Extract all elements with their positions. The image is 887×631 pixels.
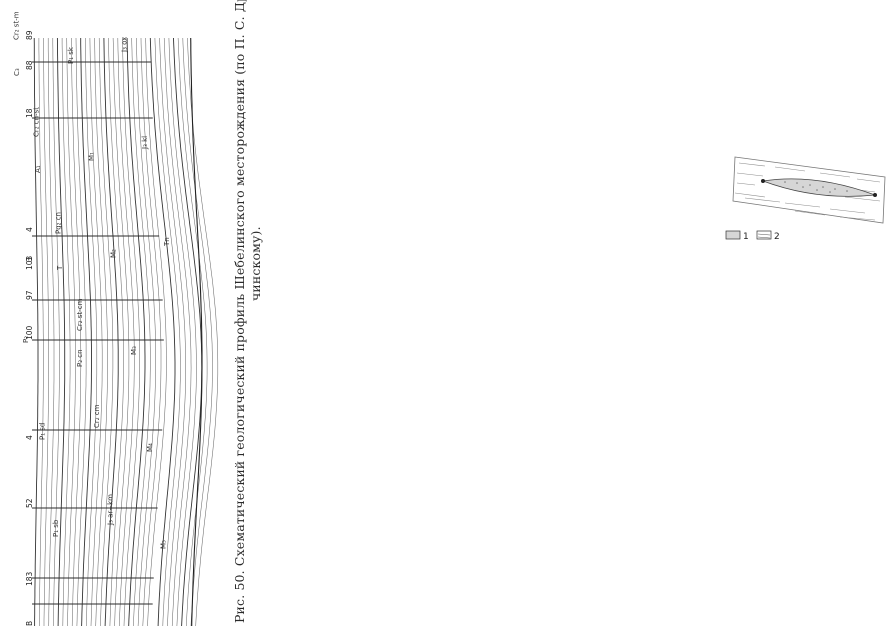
well-number-label: 3 — [25, 257, 34, 262]
formation-label: M₁ — [87, 152, 95, 161]
stratum-line — [56, 37, 66, 627]
formation-label: M₂ — [110, 249, 118, 258]
stratum-line — [140, 37, 162, 627]
formation-label: Cr₂ cn-st — [33, 107, 41, 137]
strata-lines — [33, 37, 219, 627]
formation-label: M₅ — [160, 540, 168, 549]
well-number-label: 103 — [25, 255, 34, 270]
stratum-line — [163, 37, 192, 627]
basement-boundary — [190, 37, 203, 627]
legend-swatch-2 — [756, 230, 772, 240]
formation-label: P₁ sd — [38, 423, 46, 440]
stratum-line — [108, 37, 124, 627]
stratum-line — [126, 37, 146, 627]
figure-caption: Рис. 50. Схематический геологический про… — [232, 0, 276, 631]
well-number-label: 89 — [25, 30, 34, 40]
lens-tip-marker-left — [761, 179, 765, 183]
formation-label: A₁ — [34, 165, 42, 173]
formation-label: J₃ kl — [141, 136, 149, 150]
stratum-line — [112, 37, 130, 627]
lens-body — [761, 178, 877, 197]
formation-label: Cr₂ cm — [93, 404, 101, 428]
legend: 1 2 — [725, 230, 780, 242]
stratum-line — [43, 38, 49, 626]
stratum-line — [52, 38, 60, 627]
stratum-line — [71, 38, 82, 627]
stratum-line — [66, 37, 76, 627]
stratum-line — [154, 37, 181, 627]
caption-line-2: чинскому). — [248, 226, 263, 301]
stratum-line — [173, 37, 203, 627]
well-number-label: 97 — [25, 290, 34, 300]
formation-label: C₃ — [13, 68, 21, 76]
formation-label: P₁ sk — [67, 46, 75, 64]
stratum-line — [47, 38, 55, 627]
well-number-label: 52 — [25, 498, 34, 508]
well-number-label: B — [25, 621, 34, 626]
stratum-line — [85, 37, 98, 627]
stratum-line — [145, 37, 167, 627]
formation-label: P₂ cn — [76, 349, 84, 367]
formation-label: T — [56, 265, 64, 271]
formation-label: Cr₂ st-cm — [76, 298, 84, 331]
stratum-line — [187, 37, 219, 627]
stratum-line — [136, 37, 156, 627]
formation-label: J₃ ar+km — [107, 494, 115, 526]
stratum-line — [177, 37, 208, 627]
stratum-line — [131, 37, 151, 627]
caption-line-1: Рис. 50. Схематический геологический про… — [232, 0, 247, 623]
formation-label: Tn — [163, 237, 171, 247]
formation-label: M₃ — [130, 346, 138, 355]
formation-label: M₄ — [146, 443, 154, 452]
stratum-line — [159, 37, 186, 627]
stratum-line — [61, 38, 71, 627]
stratum-line — [122, 37, 140, 627]
formation-label: P₁ sb — [52, 519, 60, 537]
lens-inset-figure: 1 2 — [725, 156, 886, 242]
well-number-label: 4 — [25, 435, 34, 440]
stratum-line — [80, 38, 92, 627]
lens-tip-marker-right — [873, 193, 877, 197]
stratum-line — [149, 37, 176, 627]
legend-label-1: 1 — [743, 232, 749, 242]
formation-label: P₂ — [22, 336, 30, 343]
well-number-label: 88 — [25, 60, 34, 70]
stratum-line — [33, 37, 39, 626]
formation-label: Pg₂ cn — [54, 212, 62, 234]
stratum-line — [117, 37, 135, 627]
stratum-line — [38, 38, 44, 626]
stratum-line — [75, 37, 87, 627]
formation-label: Cr₂ st-m — [13, 11, 21, 40]
legend-label-2: 2 — [774, 232, 780, 242]
well-number-label: 4 — [25, 227, 34, 232]
well-lines — [32, 61, 164, 605]
stratum-line — [168, 37, 197, 627]
legend-swatch-1 — [725, 230, 741, 240]
stratum-line — [182, 37, 213, 627]
well-number-label: 100 — [25, 325, 34, 340]
stratum-line — [98, 37, 114, 627]
stratum-line — [94, 37, 108, 627]
stratum-line — [103, 37, 119, 627]
well-number-label: 183 — [25, 571, 34, 586]
well-number-label: 18 — [25, 108, 34, 118]
formation-label: J₃ ox — [121, 37, 129, 53]
stratum-line — [89, 37, 103, 627]
